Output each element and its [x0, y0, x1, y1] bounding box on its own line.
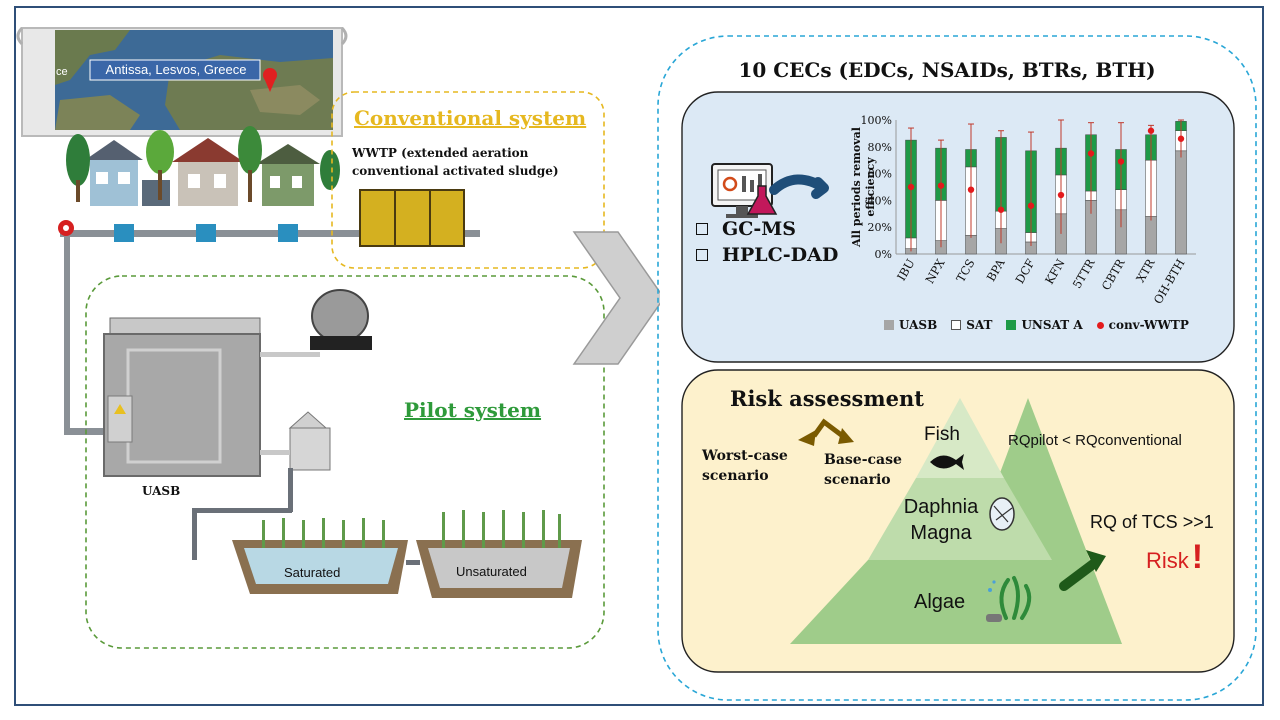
x-tick-label: XTR — [1133, 256, 1158, 285]
conventional-title: Conventional system — [354, 106, 587, 130]
map-land-letter: ce — [56, 66, 68, 78]
x-tick-label: NPX — [922, 256, 948, 286]
saturated-label: Saturated — [284, 565, 341, 580]
method-label: HPLC-DAD — [722, 244, 839, 266]
map-location-label: Antissa, Lesvos, Greece — [105, 62, 247, 77]
base-case-line-2: scenario — [824, 472, 891, 488]
conv-wwtp-point — [1087, 150, 1095, 157]
base-case-label: Base-case scenario — [824, 450, 902, 490]
daphnia-line-2: Magna — [910, 522, 972, 544]
x-tick-label: 5TTR — [1070, 256, 1098, 291]
main-pipe — [58, 220, 480, 435]
legend-item-conv: conv-WWTP — [1096, 318, 1189, 332]
conventional-box — [331, 91, 605, 269]
wwtp-tank — [359, 189, 465, 247]
bar-uasb — [1175, 150, 1187, 255]
conv-wwtp-point — [997, 206, 1005, 213]
left-scene — [16, 26, 660, 649]
gas-holder — [310, 289, 372, 350]
rq-compare-label: RQpilot < RQconventional — [1008, 432, 1182, 449]
wwtp-line-2: conventional activated sludge) — [352, 164, 559, 178]
unsaturated-label: Unsaturated — [456, 564, 527, 579]
method-item: GC-MS — [696, 216, 838, 242]
y-tick-label: 60% — [868, 168, 892, 181]
fish-label: Fish — [924, 424, 960, 445]
legend-item-sat: SAT — [951, 318, 992, 332]
bar-uasb — [1145, 216, 1157, 255]
wetlands — [232, 510, 582, 598]
y-tick-label: 100% — [861, 114, 892, 127]
computer-icon — [711, 163, 829, 218]
worst-case-line-2: scenario — [702, 468, 769, 484]
method-label: GC-MS — [722, 218, 796, 240]
y-tick-label: 80% — [868, 141, 892, 154]
chart-legend: UASB SAT UNSAT A conv-WWTP — [884, 318, 1189, 332]
algae-label: Algae — [914, 591, 966, 613]
conv-wwtp-point — [1117, 158, 1125, 165]
methods-list: GC-MS HPLC-DAD — [696, 216, 838, 268]
risk-word: Risk — [1146, 548, 1189, 573]
conv-wwtp-point — [1027, 202, 1035, 209]
x-tick-label: CBTR — [1099, 256, 1128, 292]
pilot-title: Pilot system — [404, 398, 542, 422]
y-tick-label: 0% — [875, 248, 892, 261]
small-tank — [192, 411, 331, 560]
cec-title: 10 CECs (EDCs, NSAIDs, BTRs, BTH) — [738, 58, 1156, 82]
risk-title: Risk assessment — [730, 386, 924, 411]
conv-wwtp-point — [1177, 135, 1185, 142]
legend-item-uasb: UASB — [884, 318, 937, 332]
wwtp-line-1: WWTP (extended aeration — [352, 146, 529, 160]
outer-frame — [14, 6, 1264, 706]
x-tick-label: KFN — [1042, 257, 1067, 287]
x-tick-label: IBU — [894, 256, 918, 283]
flow-arrow — [572, 231, 660, 365]
daphnia-line-1: Daphnia — [903, 496, 979, 518]
conv-wwtp-point — [1057, 191, 1065, 199]
rq-tcs-label: RQ of TCS >>1 — [1090, 512, 1214, 532]
conv-wwtp-point — [907, 183, 915, 191]
exclamation-icon: ! — [1191, 538, 1204, 576]
scroll-map — [16, 26, 348, 137]
y-axis-label-1: All periods removal — [850, 127, 863, 248]
method-item: HPLC-DAD — [696, 242, 838, 268]
uasb-reactor — [103, 317, 320, 477]
daphnia-label: Daphnia Magna — [896, 494, 986, 546]
base-case-line-1: Base-case — [824, 452, 902, 468]
y-axis-label-2: efficiency — [864, 157, 877, 217]
risk-pyramid — [790, 398, 1122, 644]
uasb-label: UASB — [142, 484, 181, 498]
x-tick-label: BPA — [984, 256, 1008, 284]
pilot-box — [85, 275, 605, 649]
conv-wwtp-point — [967, 186, 975, 193]
y-tick-label: 20% — [868, 221, 892, 234]
y-tick-label: 40% — [868, 194, 892, 207]
worst-case-label: Worst-case scenario — [702, 446, 788, 486]
village-illustration — [66, 126, 340, 206]
legend-item-unsat: UNSAT A — [1006, 318, 1083, 332]
conv-wwtp-point — [937, 182, 945, 189]
bar-uasb — [965, 234, 977, 255]
conv-wwtp-point — [1147, 127, 1155, 134]
checkbox-icon — [696, 223, 708, 235]
x-tick-label: TCS — [953, 256, 977, 284]
checkbox-icon — [696, 249, 708, 261]
worst-case-line-1: Worst-case — [702, 448, 788, 464]
x-tick-label: DCF — [1012, 256, 1037, 286]
risk-label: Risk! — [1146, 538, 1203, 577]
